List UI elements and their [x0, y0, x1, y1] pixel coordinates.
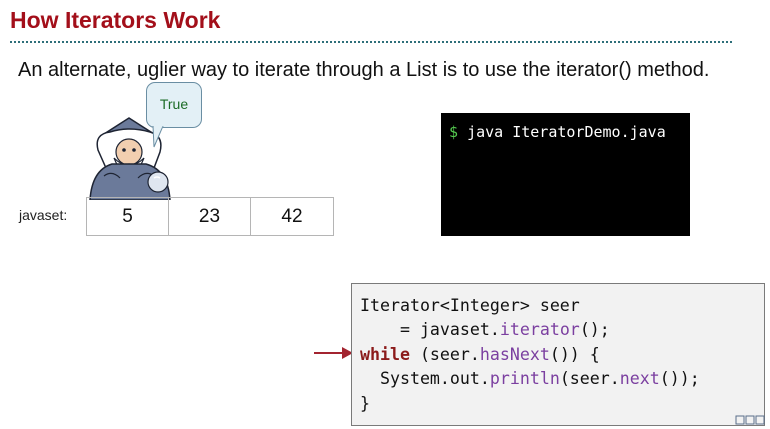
code-block: Iterator<Integer> seer = javaset.iterato… — [351, 283, 765, 426]
arrow-right-icon — [314, 347, 353, 359]
code-text: ()); — [659, 369, 700, 389]
code-text: (seer. — [409, 344, 480, 364]
code-method: println — [489, 369, 560, 389]
logo-icon — [735, 415, 765, 425]
code-text: } — [360, 393, 370, 413]
bubble-text: True — [159, 96, 189, 112]
code-text: Iterator<Integer> seer — [360, 296, 580, 315]
slide-title: How Iterators Work — [10, 7, 221, 33]
code-method: hasNext — [479, 344, 550, 364]
array-cell: 42 — [281, 205, 303, 227]
code-method: next — [619, 369, 660, 389]
code-text: (seer. — [559, 369, 620, 389]
code-text: (); — [579, 320, 610, 340]
array-boxes: 5 23 42 — [86, 197, 334, 236]
title-divider — [10, 41, 732, 43]
code-text: = javaset. — [360, 320, 500, 340]
code-line: System.out.println(seer.next()); — [360, 367, 764, 391]
code-method: iterator — [499, 320, 580, 340]
code-keyword: while — [360, 344, 410, 364]
terminal-command-line: $ java IteratorDemo.java — [449, 123, 666, 141]
speech-bubble-tail — [152, 126, 164, 148]
code-line-highlighted: while (seer.hasNext()) { — [360, 343, 764, 367]
array-label: javaset: — [19, 207, 68, 223]
terminal-prompt: $ — [449, 123, 459, 141]
intro-text: An alternate, uglier way to iterate thro… — [18, 59, 710, 81]
terminal-command: java IteratorDemo.java — [467, 123, 666, 141]
code-text: System.out. — [360, 369, 490, 389]
terminal-window: $ java IteratorDemo.java — [441, 113, 690, 236]
speech-bubble: True — [146, 82, 202, 128]
array-cell: 5 — [87, 198, 169, 235]
code-text: ()) { — [549, 344, 600, 364]
code-line: Iterator<Integer> seer — [360, 294, 764, 318]
code-line: } — [360, 392, 764, 416]
wizard-illustration — [89, 117, 171, 200]
code-line: = javaset.iterator(); — [360, 318, 764, 342]
array-cell: 23 — [169, 198, 251, 235]
